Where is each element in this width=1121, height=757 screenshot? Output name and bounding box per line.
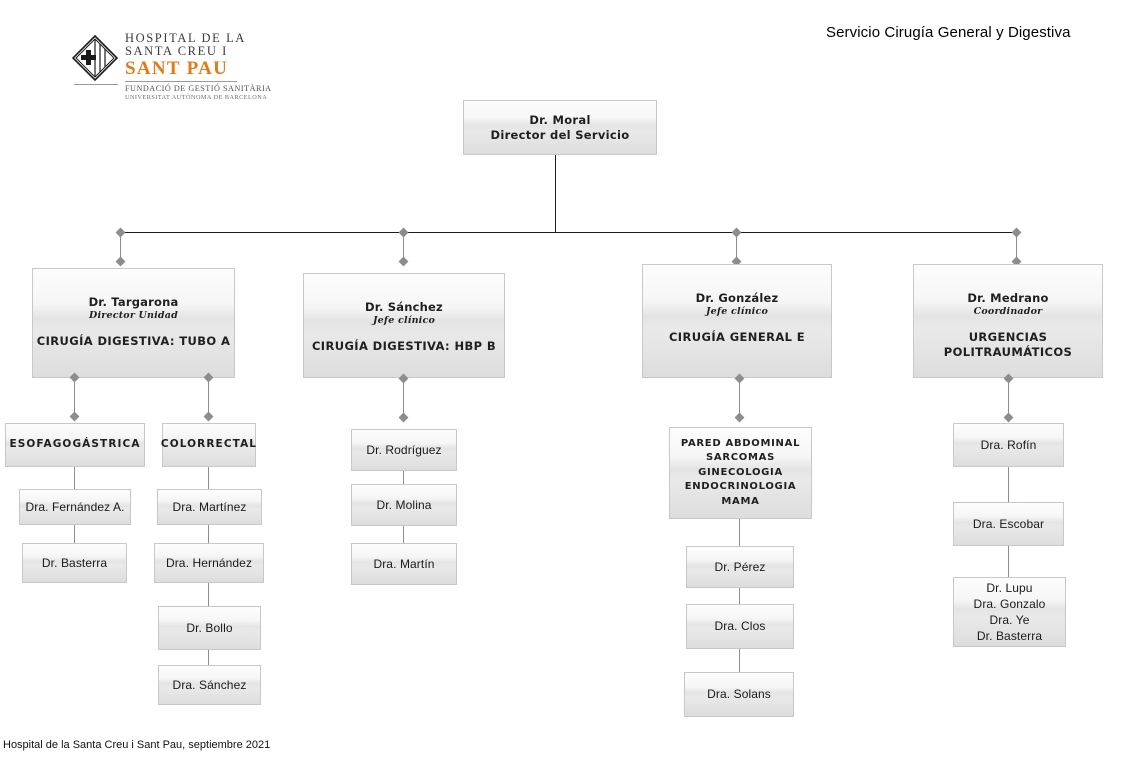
node-unit-sanchez[interactable]: Dr. Sánchez Jefe clínico CIRUGÍA DIGESTI… xyxy=(303,273,505,378)
connector-diamond-medrano-bottom xyxy=(1003,412,1014,423)
node-unit-medrano-role: Coordinador xyxy=(973,306,1043,318)
node-person-rodriguez-label: Dr. Rodríguez xyxy=(366,442,442,457)
connector-drop-2 xyxy=(403,233,404,261)
connector-diamond-gonzalez-bottom xyxy=(734,412,745,423)
node-person-martin[interactable]: Dra. Martín xyxy=(351,543,457,585)
node-unit-medrano-person: Dr. Medrano xyxy=(967,291,1049,305)
connector-perez-clos xyxy=(739,588,740,604)
node-person-rofin-label: Dra. Rofín xyxy=(980,437,1037,452)
connector-rodriguez-molina xyxy=(403,471,404,484)
node-unit-gonzalez[interactable]: Dr. González Jefe clínico CIRUGÍA GENERA… xyxy=(642,264,832,378)
node-unit-medrano-unit: URGENCIAS POLITRAUMÁTICOS xyxy=(943,330,1073,360)
node-section-pared-abdominal-label: PARED ABDOMINAL SARCOMAS GINECOLOGIA END… xyxy=(680,437,801,507)
logo-line-2: SANTA CREU I xyxy=(125,44,228,58)
node-person-bollo[interactable]: Dr. Bollo xyxy=(158,606,261,650)
connector-escobar-lupu xyxy=(1008,546,1009,577)
logo-line-3: SANT PAU xyxy=(125,58,229,79)
hospital-crest-icon xyxy=(72,35,118,81)
connector-medrano-rofin xyxy=(1008,379,1009,417)
node-director-moral-role: Director del Servicio xyxy=(490,127,630,142)
node-person-escobar-label: Dra. Escobar xyxy=(972,516,1045,531)
node-person-solans-label: Dra. Solans xyxy=(707,687,771,701)
logo-rule xyxy=(125,81,237,82)
connector-targ-colo xyxy=(208,378,209,416)
node-person-hernandez[interactable]: Dra. Hernández xyxy=(154,543,264,583)
node-unit-targarona-person: Dr. Targarona xyxy=(88,295,179,309)
connector-drop-1 xyxy=(120,233,121,261)
node-unit-gonzalez-unit: CIRUGÍA GENERAL E xyxy=(668,330,806,345)
logo-subtitle-1: FUNDACIÓ DE GESTIÓ SANITÀRIA xyxy=(125,84,272,93)
node-person-martinez-label: Dra. Martínez xyxy=(172,499,247,514)
connector-colo-martinez xyxy=(208,467,209,489)
node-director-moral-person: Dr. Moral xyxy=(529,113,591,128)
connector-martinez-hernandez xyxy=(208,525,209,543)
node-person-sanchez-dra[interactable]: Dra. Sánchez xyxy=(158,665,261,705)
node-person-molina-label: Dr. Molina xyxy=(376,497,432,512)
node-person-rofin[interactable]: Dra. Rofín xyxy=(953,423,1064,467)
node-person-clos-label: Dra. Clos xyxy=(714,619,766,633)
node-person-rodriguez[interactable]: Dr. Rodríguez xyxy=(351,429,457,471)
node-unit-sanchez-unit: CIRUGÍA DIGESTIVA: HBP B xyxy=(311,339,497,354)
connector-drop-3 xyxy=(736,233,737,261)
node-person-fernandez-label: Dra. Fernández A. xyxy=(25,499,125,514)
node-unit-gonzalez-role: Jefe clínico xyxy=(705,306,769,318)
connector-diamond-targ-colo-bottom xyxy=(203,411,214,422)
node-unit-targarona-role: Director Unidad xyxy=(89,310,178,322)
node-person-hernandez-label: Dra. Hernández xyxy=(165,555,253,570)
node-person-perez[interactable]: Dr. Pérez xyxy=(686,546,794,588)
node-director-moral[interactable]: Dr. Moral Director del Servicio xyxy=(463,100,657,155)
connector-rofin-escobar xyxy=(1008,467,1009,502)
connector-targ-eso xyxy=(74,378,75,416)
node-person-martinez[interactable]: Dra. Martínez xyxy=(157,489,262,525)
connector-gonzalez-pared xyxy=(739,379,740,417)
connector-root-stem xyxy=(555,155,556,233)
node-section-esofagogastrica-label: ESOFAGOGÁSTRICA xyxy=(9,438,141,451)
connector-diamond-bottom-2 xyxy=(398,256,409,267)
connector-diamond-sanchez-bottom xyxy=(398,412,409,423)
connector-pared-perez xyxy=(739,519,740,546)
node-person-fernandez[interactable]: Dra. Fernández A. xyxy=(19,489,131,525)
node-unit-targarona[interactable]: Dr. Targarona Director Unidad CIRUGÍA DI… xyxy=(32,268,235,378)
node-person-clos[interactable]: Dra. Clos xyxy=(686,604,794,649)
connector-bollo-sanchez xyxy=(208,650,209,665)
node-unit-sanchez-role: Jefe clínico xyxy=(372,315,436,327)
logo-wordmark: HOSPITAL DE LA SANTA CREU I SANT PAU FUN… xyxy=(125,31,272,102)
footer-note: Hospital de la Santa Creu i Sant Pau, se… xyxy=(3,739,271,751)
node-section-esofagogastrica[interactable]: ESOFAGOGÁSTRICA xyxy=(5,423,145,467)
node-section-pared-abdominal[interactable]: PARED ABDOMINAL SARCOMAS GINECOLOGIA END… xyxy=(669,427,812,519)
node-unit-medrano[interactable]: Dr. Medrano Coordinador URGENCIAS POLITR… xyxy=(913,264,1103,378)
connector-hernandez-bollo xyxy=(208,583,209,606)
logo-subtitle-2: UNIVERSITAT AUTÒNOMA DE BARCELONA xyxy=(125,94,268,101)
connector-bus xyxy=(120,232,1017,233)
logo-line-1: HOSPITAL DE LA xyxy=(125,31,246,45)
hospital-logo: HOSPITAL DE LA SANTA CREU I SANT PAU FUN… xyxy=(72,31,272,104)
connector-sanchez-rodriguez xyxy=(403,379,404,417)
node-person-solans[interactable]: Dra. Solans xyxy=(684,672,794,717)
connector-drop-4 xyxy=(1016,233,1017,261)
connector-diamond-bottom-1 xyxy=(115,256,126,267)
node-person-bollo-label: Dr. Bollo xyxy=(186,620,233,635)
node-person-sanchez-dra-label: Dra. Sánchez xyxy=(172,677,247,692)
node-person-group-lupu-label: Dr. Lupu Dra. Gonzalo Dra. Ye Dr. Baster… xyxy=(973,580,1046,644)
node-section-colorrectal[interactable]: COLORRECTAL xyxy=(160,423,258,467)
connector-eso-fernandez xyxy=(74,467,75,489)
node-person-basterra-eso[interactable]: Dr. Basterra xyxy=(22,543,127,583)
connector-clos-solans xyxy=(739,649,740,672)
node-person-perez-label: Dr. Pérez xyxy=(714,559,766,574)
logo-crest-rule xyxy=(74,84,118,85)
node-section-colorrectal-label: COLORRECTAL xyxy=(160,438,258,451)
node-unit-gonzalez-person: Dr. González xyxy=(695,291,779,305)
node-unit-targarona-unit: CIRUGÍA DIGESTIVA: TUBO A xyxy=(36,334,231,349)
connector-diamond-targ-eso-bottom xyxy=(69,411,80,422)
node-person-escobar[interactable]: Dra. Escobar xyxy=(953,502,1064,546)
connector-fernandez-basterra xyxy=(74,525,75,543)
node-person-basterra-eso-label: Dr. Basterra xyxy=(41,555,108,570)
node-person-molina[interactable]: Dr. Molina xyxy=(351,484,457,526)
connector-molina-martin xyxy=(403,526,404,543)
page-title: Servicio Cirugía General y Digestiva xyxy=(826,24,1071,41)
node-unit-sanchez-person: Dr. Sánchez xyxy=(365,300,443,314)
node-person-group-lupu[interactable]: Dr. Lupu Dra. Gonzalo Dra. Ye Dr. Baster… xyxy=(953,577,1066,647)
node-person-martin-label: Dra. Martín xyxy=(373,556,435,571)
